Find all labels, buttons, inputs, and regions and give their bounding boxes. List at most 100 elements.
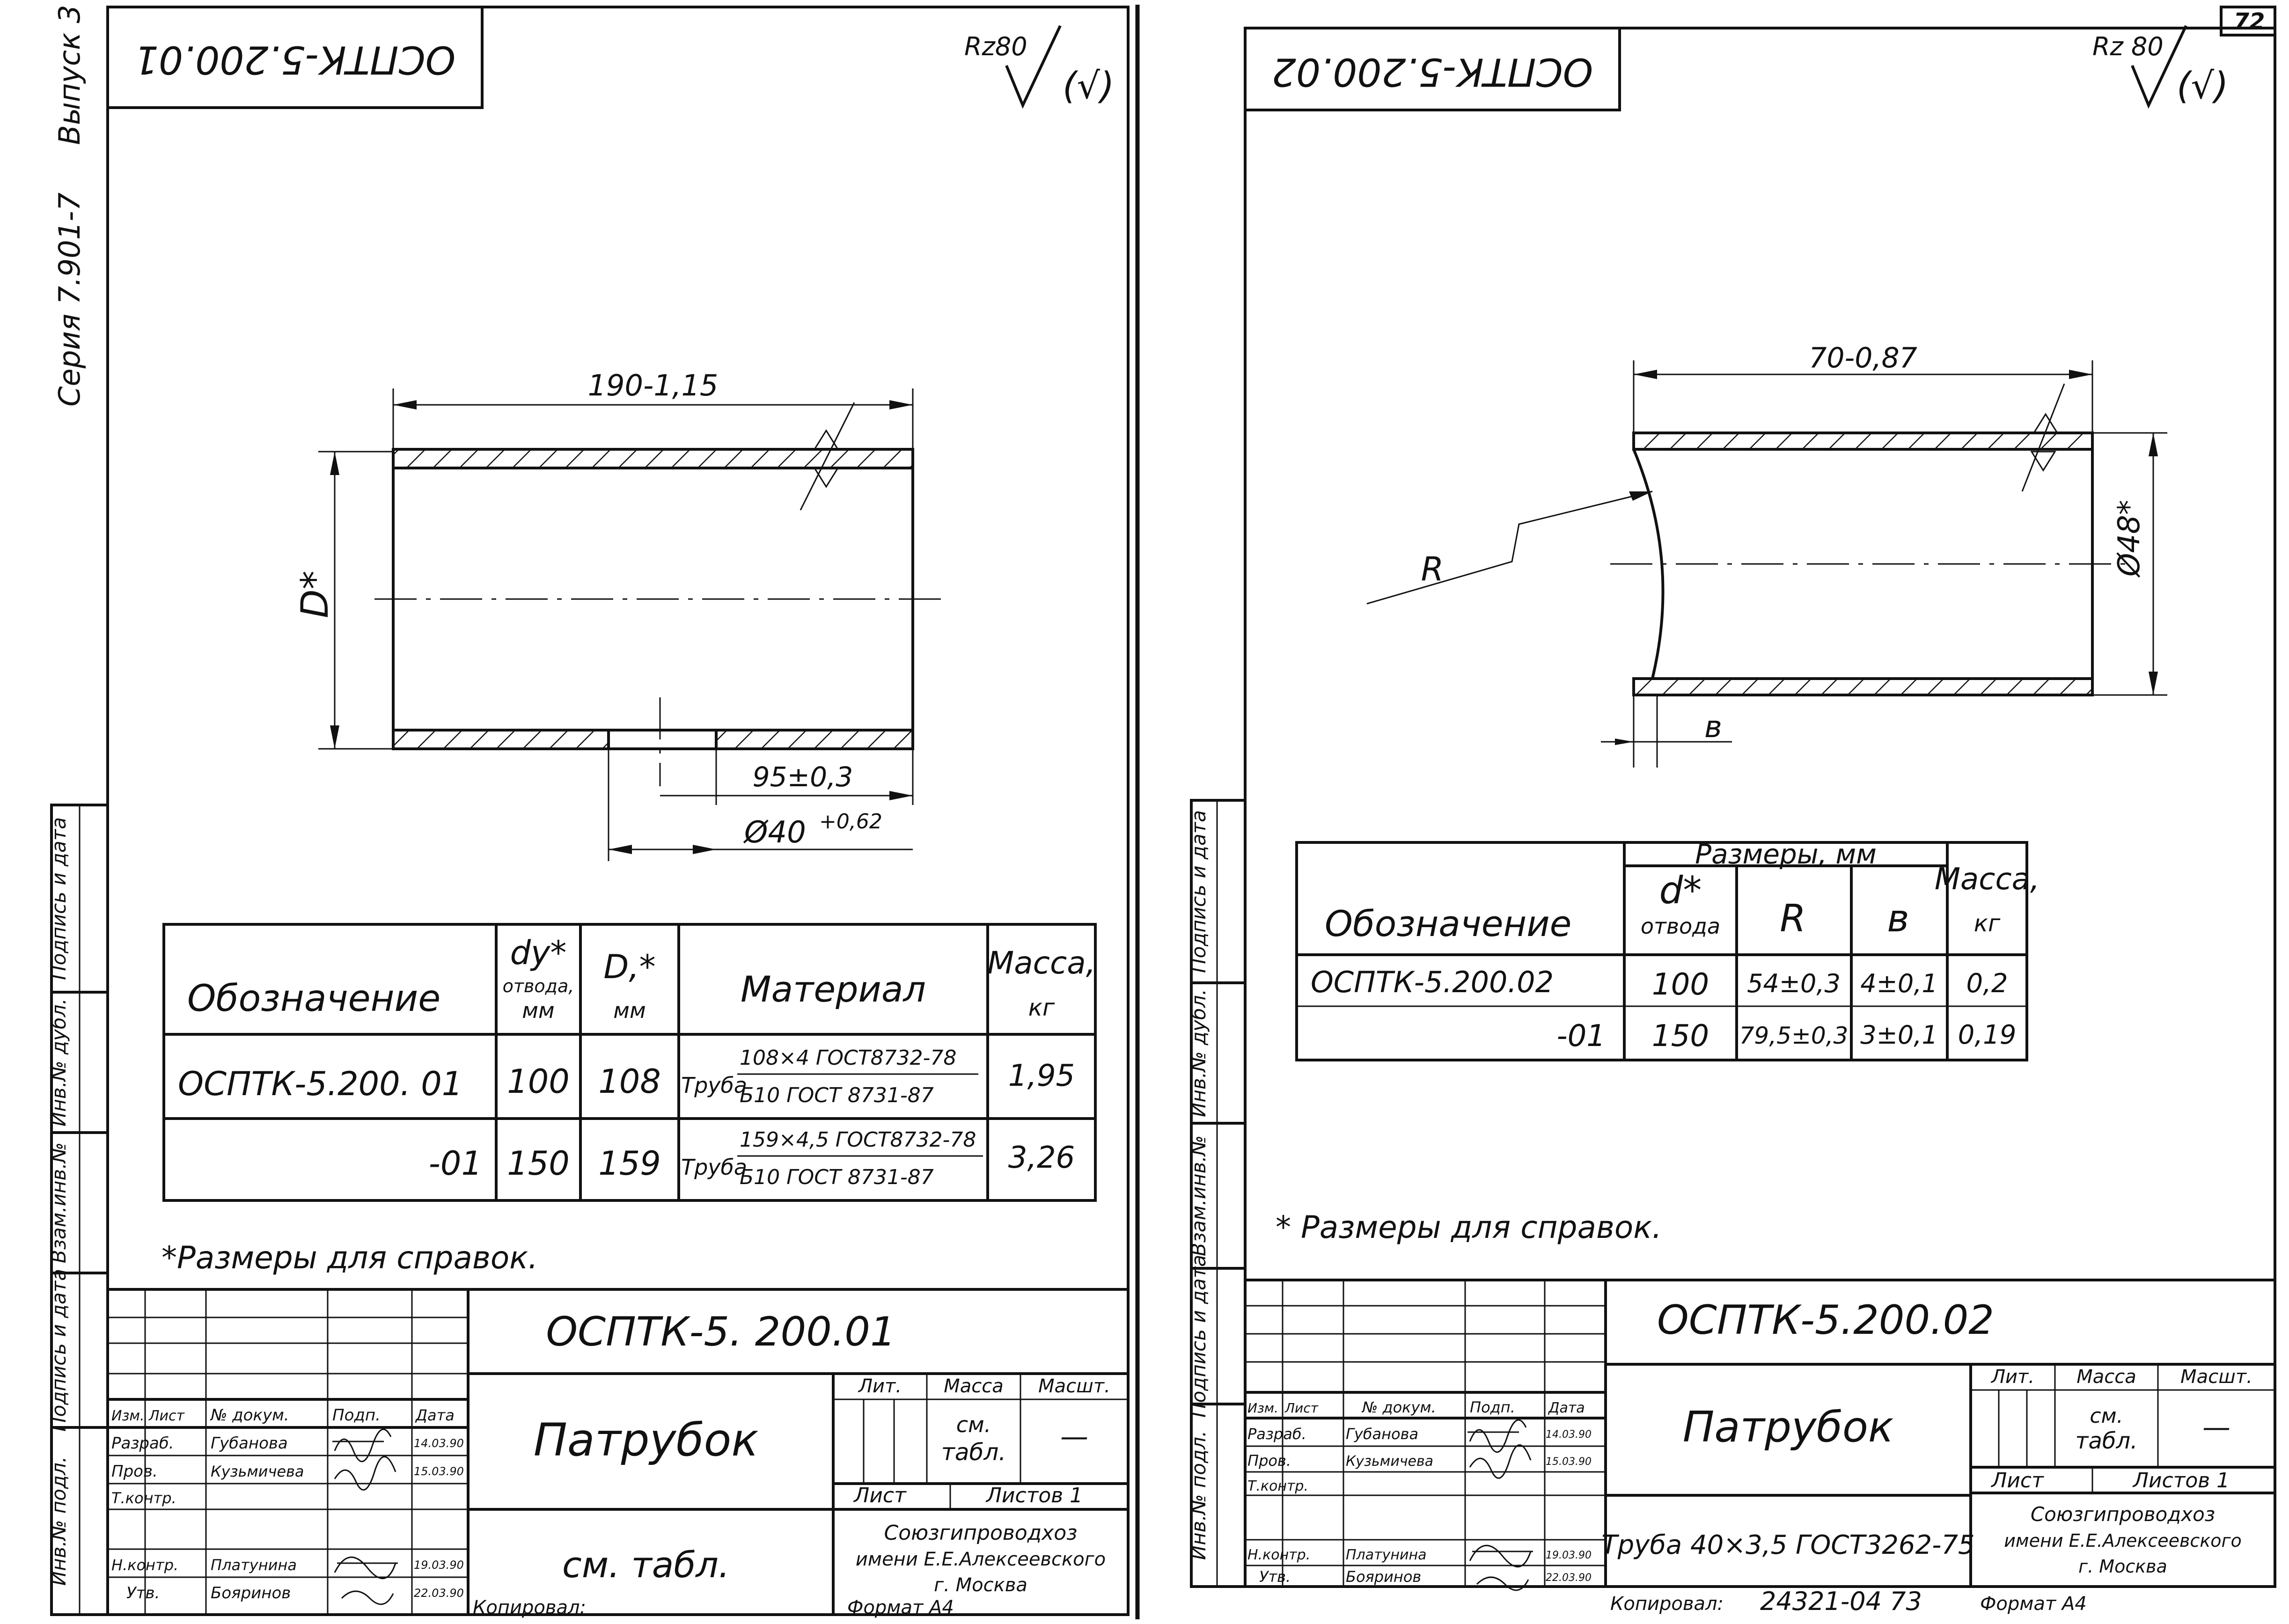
right-format: Формат А4 <box>1980 1593 2087 1615</box>
right-th-R: R <box>1780 897 1806 940</box>
table-row: -01 150 79,5±0,3 3±0,1 0,19 <box>1556 1019 2016 1053</box>
right-r2-R: 79,5±0,3 <box>1739 1022 1849 1049</box>
right-tb-name-2: Кузьмичева <box>1346 1453 1433 1470</box>
left-side-5: Подпись и дата <box>47 817 70 980</box>
left-tb-mass: Масса <box>944 1375 1004 1397</box>
page-number-box <box>2220 6 2276 37</box>
left-tb-role-3: Т.контр. <box>111 1489 176 1507</box>
left-tb-role-4: Н.контр. <box>111 1556 178 1574</box>
right-r2-designation: -01 <box>1556 1019 1606 1053</box>
left-copied: Копировал: <box>473 1597 586 1618</box>
left-r1-mat-prefix: Труба <box>681 1073 747 1098</box>
left-tb-name-5: Бояринов <box>211 1584 291 1602</box>
left-tb-mass-val2: табл. <box>941 1439 1006 1466</box>
right-tb-date-4: 19.03.90 <box>1546 1550 1592 1561</box>
left-tb-col-list: Лист <box>148 1408 185 1424</box>
left-tb-date-4: 19.03.90 <box>414 1558 464 1572</box>
signature-icon <box>1476 1576 1529 1591</box>
right-tb-role-1: Разраб. <box>1247 1425 1306 1443</box>
right-th-d: d* <box>1659 869 1702 912</box>
left-roughness-check: (√) <box>1063 65 1115 107</box>
left-roughness-symbol: Rz80 (√) <box>964 25 1115 109</box>
left-tb-role-1: Разраб. <box>111 1434 174 1453</box>
right-copied: Копировал: <box>1610 1593 1724 1615</box>
left-r1-mat-top: 108×4 ГОСТ8732-78 <box>740 1046 956 1070</box>
right-side-3: Взам.инв.№ <box>1187 1135 1210 1256</box>
left-side-3: Взам.инв.№ <box>47 1142 70 1263</box>
right-th-sizes: Размеры, мм <box>1695 838 1877 870</box>
right-tb-col-sign: Подп. <box>1470 1398 1515 1416</box>
right-tb-org1: Союзгипроводхоз <box>2031 1503 2215 1526</box>
right-side-4: Инв.№ дубл. <box>1187 989 1210 1117</box>
left-dim-length: 190-1,15 <box>588 368 719 402</box>
right-side-1: Инв.№ подл. <box>1187 1431 1210 1560</box>
right-r1-designation: ОСПТК-5.200.02 <box>1311 965 1554 999</box>
right-r1-R: 54±0,3 <box>1747 969 1841 998</box>
left-r2-mat-top: 159×4,5 ГОСТ8732-78 <box>740 1128 976 1152</box>
left-tb-scale-val: — <box>1060 1420 1088 1453</box>
signature-icon <box>1469 1544 1533 1568</box>
right-tb-sheets: Листов 1 <box>2132 1469 2230 1492</box>
signature-icon <box>1467 1419 1527 1453</box>
left-tb-col-sign: Подп. <box>332 1406 381 1425</box>
left-top-code: ОСПТК-5.200.01 <box>134 37 456 82</box>
left-tb-col-doc: № докум. <box>210 1406 289 1425</box>
right-tb-date-2: 15.03.90 <box>1546 1456 1592 1468</box>
left-tb-org1: Союзгипроводхоз <box>884 1521 1077 1545</box>
left-tb-date-2: 15.03.90 <box>414 1465 464 1478</box>
right-tb-name-1: Губанова <box>1346 1425 1418 1443</box>
right-tb-name-4: Платунина <box>1346 1547 1426 1563</box>
left-th-dy-sub: отвода, <box>503 976 574 996</box>
right-th-mass: Масса, <box>1935 862 2040 897</box>
left-r2-D: 159 <box>598 1144 661 1183</box>
right-r2-mass: 0,19 <box>1958 1020 2017 1050</box>
right-roughness-text: Rz 80 <box>2092 32 2164 61</box>
right-copied-num: 24321-04 73 <box>1760 1587 1922 1616</box>
left-pipe-drawing: 190-1,15 D* 95±0,3 Ø40 +0,62 <box>293 368 950 861</box>
right-sheet: 72 ОСПТК-5.200.02 Rz 80 (√) 70-0,87 <box>1187 6 2276 1616</box>
left-r1-mat-bottom: Б10 ГОСТ 8731-87 <box>740 1083 934 1107</box>
left-th-dy: dу* <box>510 934 567 972</box>
right-top-code-box <box>1244 27 1621 111</box>
right-tb-mass: Масса <box>2076 1366 2136 1388</box>
left-tb-scale: Масшт. <box>1038 1375 1110 1397</box>
left-r2-mat-prefix: Труба <box>681 1155 747 1180</box>
left-side-2: Подпись и дата <box>47 1269 70 1432</box>
right-side-stamp: Инв.№ подл. Подпись и дата Взам.инв.№ Ин… <box>1187 799 1247 1588</box>
left-tb-col-izm: Изм. <box>111 1408 145 1424</box>
left-issue: Выпуск 3 <box>52 5 87 145</box>
signature-icon <box>1469 1444 1532 1479</box>
right-r2-d: 150 <box>1652 1019 1709 1053</box>
right-tb-col-izm: Изм. <box>1247 1400 1278 1416</box>
left-format: Формат А4 <box>847 1597 954 1618</box>
left-tb-col-date: Дата <box>415 1406 455 1424</box>
right-note: * Размеры для справок. <box>1276 1209 1662 1245</box>
right-tb-org3: г. Москва <box>2078 1556 2167 1577</box>
right-tb-role-4: Н.контр. <box>1247 1547 1310 1563</box>
left-th-designation: Обозначение <box>187 978 440 1020</box>
page-number: 72 <box>2234 8 2265 35</box>
right-frame <box>1244 27 2276 1588</box>
right-tb-col-list: Лист <box>1284 1400 1319 1416</box>
table-row: -01 150 159 Труба 159×4,5 ГОСТ8732-78 Б1… <box>429 1128 1075 1189</box>
left-r2-dy: 150 <box>507 1144 570 1183</box>
left-tb-code: ОСПТК-5. 200.01 <box>546 1309 895 1355</box>
left-th-D: D,* <box>603 948 655 986</box>
left-dim-40: Ø40 <box>743 815 806 850</box>
left-th-mass-unit: кг <box>1028 994 1055 1021</box>
right-tb-date-1: 14.03.90 <box>1546 1429 1592 1441</box>
signature-icon <box>341 1590 394 1605</box>
right-tb-col-doc: № докум. <box>1361 1398 1436 1416</box>
right-th-d-sub: отвода <box>1641 914 1720 939</box>
left-dim-40-tol: +0,62 <box>819 810 882 834</box>
right-side-5: Подпись и дата <box>1187 810 1210 973</box>
table-row: ОСПТК-5.200. 01 100 108 Труба 108×4 ГОСТ… <box>178 1046 1075 1107</box>
right-tb-mass-val: см. <box>2090 1404 2123 1428</box>
left-th-dy-unit: мм <box>522 998 554 1023</box>
left-tb-name-4: Платунина <box>211 1556 297 1574</box>
right-tb-role-2: Пров. <box>1247 1452 1291 1470</box>
right-tb-date-5: 22.03.90 <box>1546 1572 1592 1584</box>
left-r1-mass: 1,95 <box>1008 1059 1075 1093</box>
right-dim-d: Ø48* <box>2112 500 2147 578</box>
left-tb-name-1: Губанова <box>211 1434 288 1453</box>
